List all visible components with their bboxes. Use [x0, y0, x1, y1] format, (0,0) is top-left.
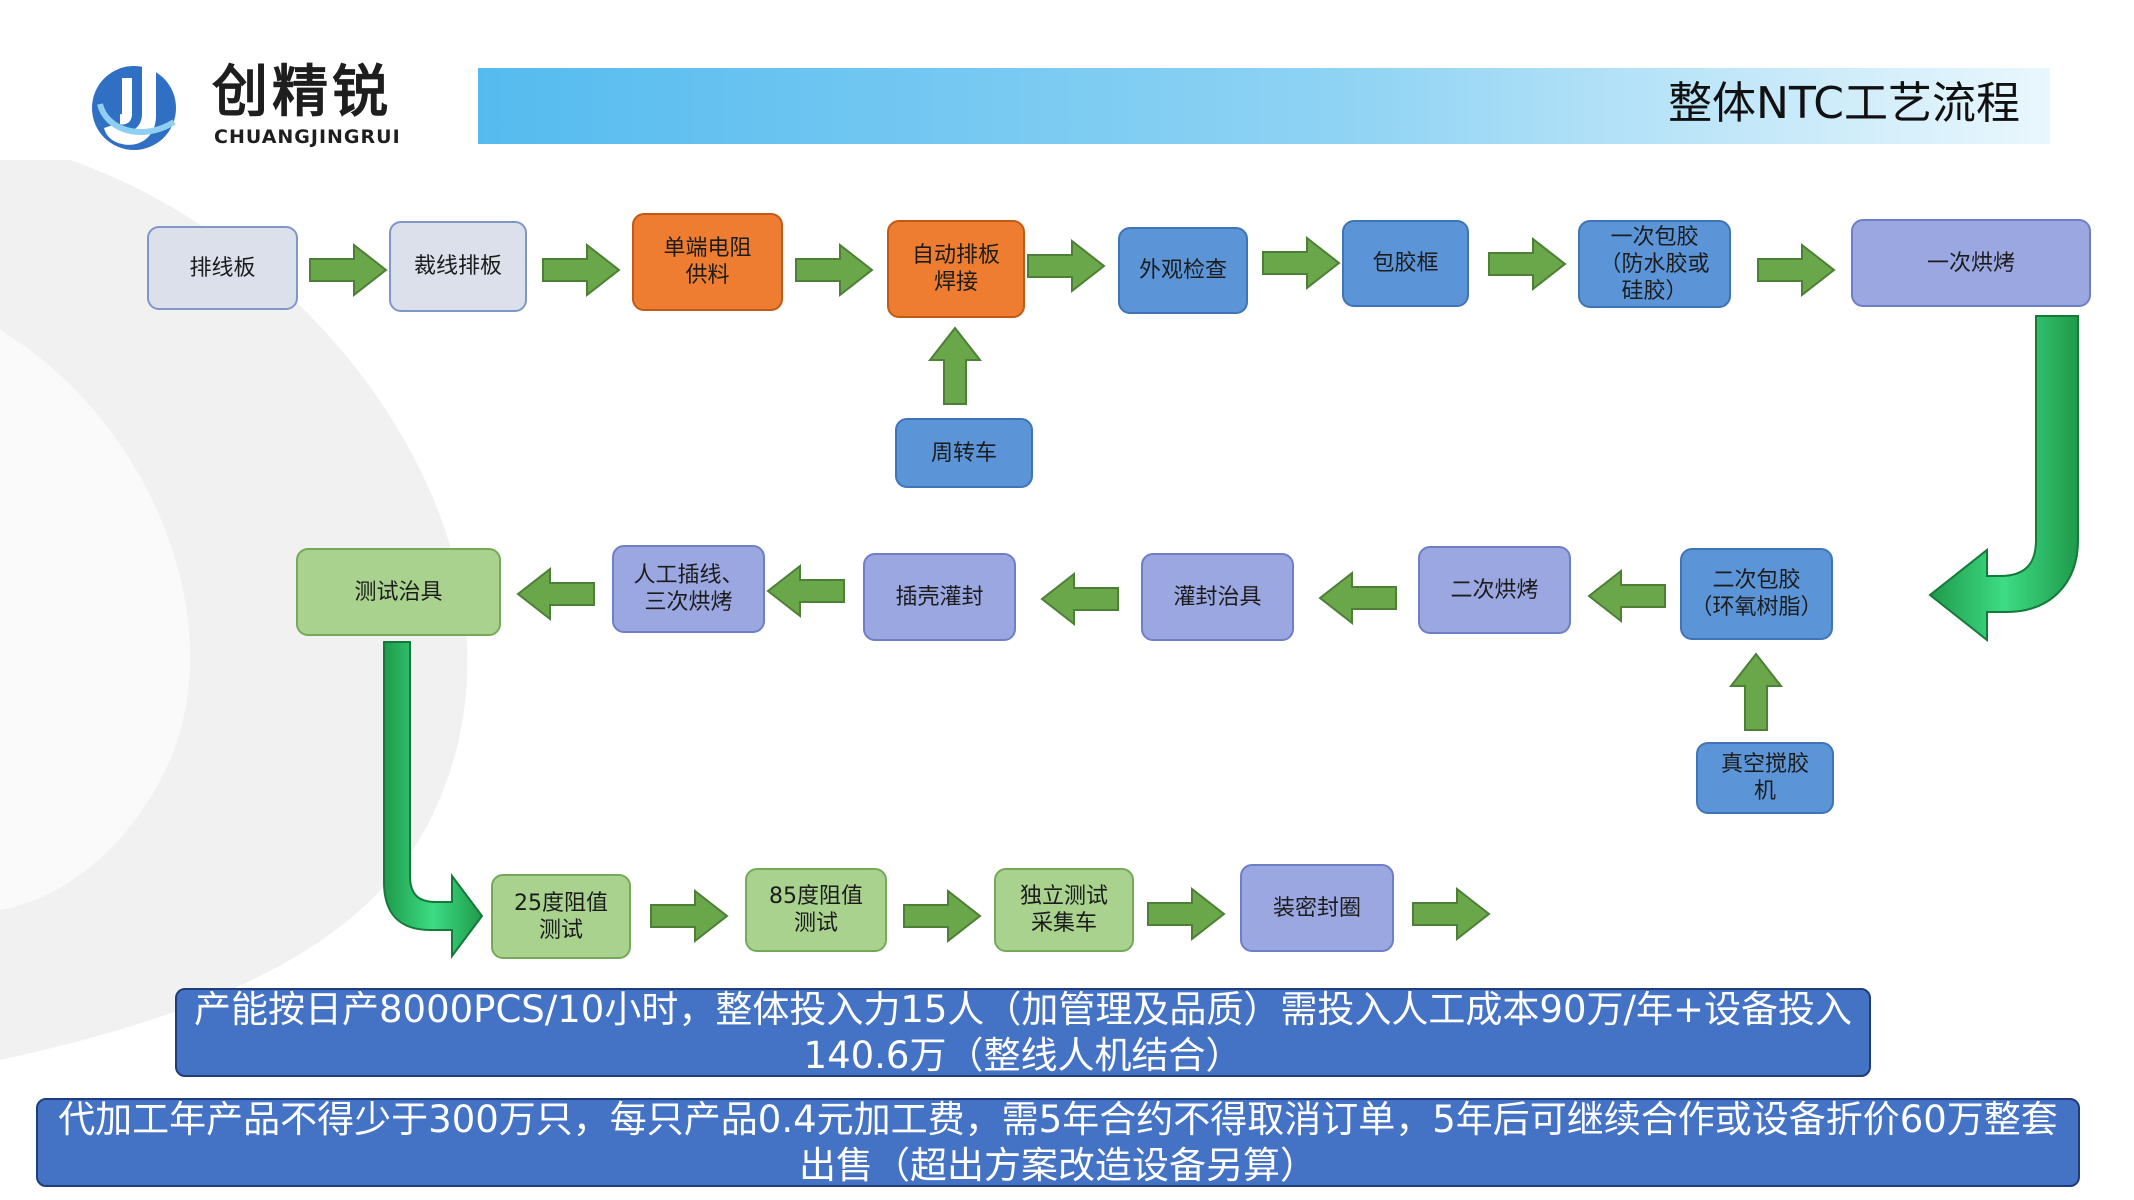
node-first-glue: 一次包胶 （防水胶或 硅胶）	[1578, 220, 1731, 308]
node-cut-wire-arrange: 裁线排板	[389, 221, 527, 312]
arrow-left	[517, 568, 595, 620]
node-second-glue: 二次包胶 （环氧树脂）	[1680, 548, 1833, 640]
arrow-right	[542, 244, 620, 296]
arrow-left	[1041, 573, 1119, 625]
arrow-right	[650, 890, 728, 942]
arrow-left	[767, 565, 845, 617]
logo-icon	[92, 64, 176, 150]
logo-text-cn: 创精锐	[212, 60, 392, 125]
arrow-left	[1319, 572, 1397, 624]
note-capacity: 产能按日产8000PCS/10小时，整体投入力15人（加管理及品质）需投入人工成…	[175, 988, 1871, 1077]
node-resistor-feeding: 单端电阻 供料	[632, 213, 783, 311]
arrow-up	[1730, 653, 1782, 731]
arrow-right	[1262, 237, 1340, 289]
arrow-right	[1757, 244, 1835, 296]
arrow-up	[929, 327, 981, 405]
node-test-cart: 独立测试 采集车	[994, 868, 1134, 952]
arrow-right	[1147, 888, 1225, 940]
node-shell-potting: 插壳灌封	[863, 553, 1016, 641]
title-banner	[478, 68, 2050, 144]
node-test-fixture: 测试治具	[296, 548, 501, 636]
arrow-right	[309, 244, 387, 296]
node-glue-frame: 包胶框	[1342, 220, 1469, 307]
note-contract: 代加工年产品不得少于300万只，每只产品0.4元加工费，需5年合约不得取消订单，…	[36, 1098, 2080, 1187]
arrow-right	[795, 244, 873, 296]
arrow-right	[1027, 240, 1105, 292]
node-turnover-cart: 周转车	[895, 418, 1033, 488]
node-second-bake: 二次烘烤	[1418, 546, 1571, 634]
node-85c-test: 85度阻值 测试	[745, 868, 887, 952]
arrow-right	[903, 890, 981, 942]
node-auto-weld: 自动排板 焊接	[887, 220, 1025, 318]
arrow-right	[1412, 888, 1490, 940]
page-title: 整体NTC工艺流程	[1668, 78, 2020, 129]
arrow-right	[1488, 238, 1566, 290]
node-first-bake: 一次烘烤	[1851, 219, 2091, 307]
node-25c-test: 25度阻值 测试	[491, 874, 631, 959]
node-seal-ring: 装密封圈	[1240, 864, 1394, 952]
node-potting-fixture: 灌封治具	[1141, 553, 1294, 641]
logo-text-en: CHUANGJINGRUI	[214, 126, 401, 148]
bent-arrow-down-right	[383, 641, 484, 959]
node-vacuum-mixer: 真空搅胶 机	[1696, 742, 1834, 814]
arrow-left	[1588, 570, 1666, 622]
node-manual-insert: 人工插线、 三次烘烤	[612, 545, 765, 633]
node-wire-board: 排线板	[147, 226, 298, 310]
node-visual-inspection: 外观检查	[1118, 227, 1248, 314]
bent-arrow-down-left	[1928, 315, 2079, 643]
